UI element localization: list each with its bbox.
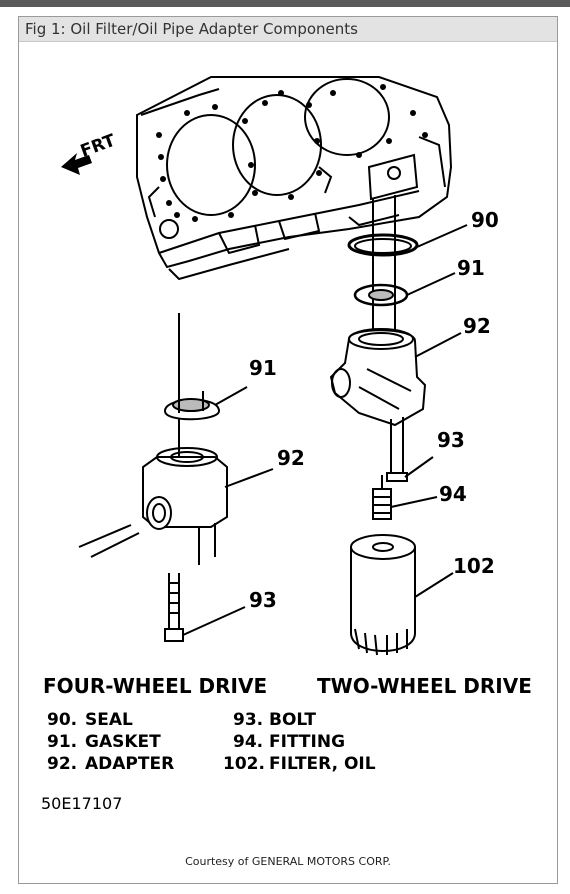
credit-line: Courtesy of GENERAL MOTORS CORP.: [185, 855, 391, 868]
legend-name-bolt: BOLT: [269, 710, 316, 730]
callout-92-left: 92: [277, 446, 305, 470]
legend-num-94: 94.: [233, 732, 263, 752]
callout-102: 102: [453, 554, 495, 578]
two-wheel-assembly: [329, 195, 427, 656]
figure-caption-bar: Fig 1: Oil Filter/Oil Pipe Adapter Compo…: [19, 17, 557, 42]
callout-90: 90: [471, 208, 499, 232]
legend-num-91: 91.: [47, 732, 77, 752]
legend-num-93: 93.: [233, 710, 263, 730]
legend-name-fitting: FITTING: [269, 732, 345, 752]
leader-lines: [182, 224, 468, 636]
figure-frame: Fig 1: Oil Filter/Oil Pipe Adapter Compo…: [18, 16, 558, 884]
figure-caption: Fig 1: Oil Filter/Oil Pipe Adapter Compo…: [25, 20, 358, 38]
legend-name-filter: FILTER, OIL: [269, 754, 376, 774]
figure-id: 50E17107: [41, 794, 122, 813]
legend-name-adapter: ADAPTER: [85, 754, 174, 774]
filter-102: [350, 547, 416, 652]
legend-num-102: 102.: [223, 754, 265, 774]
legend: 90. SEAL 91. GASKET 92. ADAPTER 93. BOLT…: [47, 710, 376, 774]
engine-block: [136, 76, 453, 281]
legend-num-92: 92.: [47, 754, 77, 774]
engine-bolt-holes: [156, 84, 428, 222]
legend-num-90: 90.: [47, 710, 77, 730]
callout-91-left: 91: [249, 356, 277, 380]
four-wheel-drive-label: FOUR-WHEEL DRIVE: [43, 674, 267, 698]
legend-name-seal: SEAL: [85, 710, 133, 730]
four-wheel-assembly: [78, 313, 228, 642]
front-label: FRT: [78, 131, 119, 162]
two-wheel-drive-label: TWO-WHEEL DRIVE: [317, 674, 532, 698]
callout-94: 94: [439, 482, 467, 506]
callout-92-right: 92: [463, 314, 491, 338]
callout-93-left: 93: [249, 588, 277, 612]
callout-93-right: 93: [437, 428, 465, 452]
seal-90: [347, 233, 419, 257]
callouts: 90 91 92 93 94 102 91 92 93: [249, 208, 499, 612]
callout-91-right: 91: [457, 256, 485, 280]
legend-name-gasket: GASKET: [85, 732, 161, 752]
front-arrow: FRT: [61, 131, 118, 175]
window-top-bar: [0, 0, 570, 7]
component-diagram: FRT: [41, 76, 532, 813]
